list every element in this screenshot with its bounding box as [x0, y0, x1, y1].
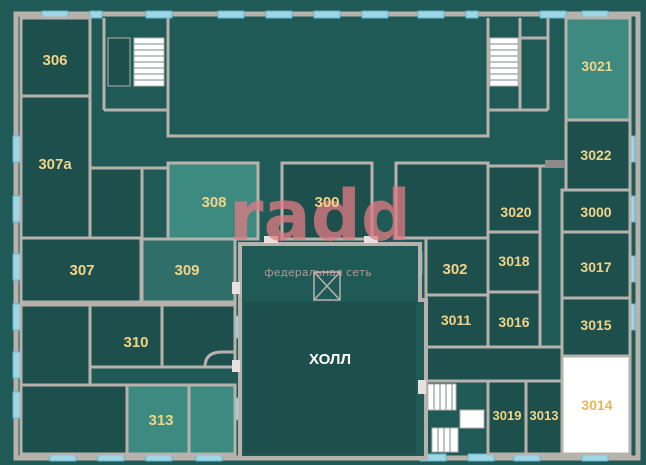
room-310b [160, 303, 237, 369]
room-label-3020: 3020 [500, 204, 531, 220]
room-label-309: 309 [174, 262, 199, 279]
room-label-307a: 307а [38, 156, 72, 173]
watermark-caption: федеральная сеть [264, 266, 372, 279]
room-label-3022: 3022 [580, 147, 611, 163]
room-label-307: 307 [69, 262, 94, 279]
room-label-306: 306 [42, 52, 67, 69]
room-label-308: 308 [201, 194, 226, 211]
room-label-3021: 3021 [581, 58, 612, 74]
room-label-3018: 3018 [498, 253, 529, 269]
room-label-3015: 3015 [580, 317, 611, 333]
hall-inner-floor [244, 302, 416, 454]
elevator-icon [313, 271, 341, 301]
room-label-3017: 3017 [580, 259, 611, 275]
room-labels: 306 307а 307 308 300 309 310 313 302 301… [38, 52, 612, 429]
room-300[interactable] [280, 161, 374, 241]
interior-walls [88, 18, 562, 387]
room-left-bottom [19, 383, 129, 456]
room-3017[interactable] [560, 230, 632, 300]
watermark-logo: radd [229, 175, 411, 257]
room-3016[interactable] [486, 290, 542, 357]
room-left-mid [19, 303, 92, 387]
room-label-3011: 3011 [441, 312, 472, 328]
room-label-310: 310 [123, 334, 148, 351]
corridor-block-a [88, 166, 144, 240]
room-3021[interactable] [564, 16, 632, 122]
room-3022[interactable] [564, 118, 632, 192]
room-label-313: 313 [148, 412, 173, 429]
room-label-3000: 3000 [580, 204, 611, 220]
room-306[interactable] [19, 16, 92, 98]
watermark: radd федеральная сеть [229, 175, 411, 279]
room-3014[interactable] [560, 354, 632, 456]
stair-treads [134, 43, 518, 452]
room-313b [187, 383, 237, 456]
room-3013-top [424, 345, 564, 383]
room-label-3019: 3019 [493, 408, 522, 423]
room-label-302: 302 [442, 261, 467, 278]
room-3020[interactable] [486, 164, 542, 234]
room-309[interactable] [140, 237, 237, 304]
room-3000[interactable] [560, 188, 632, 234]
room-label-300: 300 [314, 194, 339, 211]
hall-label: ХОЛЛ [309, 351, 351, 368]
room-label-3016: 3016 [498, 314, 529, 330]
room-label-3013: 3013 [530, 408, 559, 423]
room-3018[interactable] [486, 230, 542, 294]
rooms [19, 16, 632, 456]
room-label-3014: 3014 [581, 397, 612, 413]
room-308[interactable] [166, 161, 260, 241]
doors [232, 160, 565, 394]
room-3015[interactable] [560, 296, 632, 358]
